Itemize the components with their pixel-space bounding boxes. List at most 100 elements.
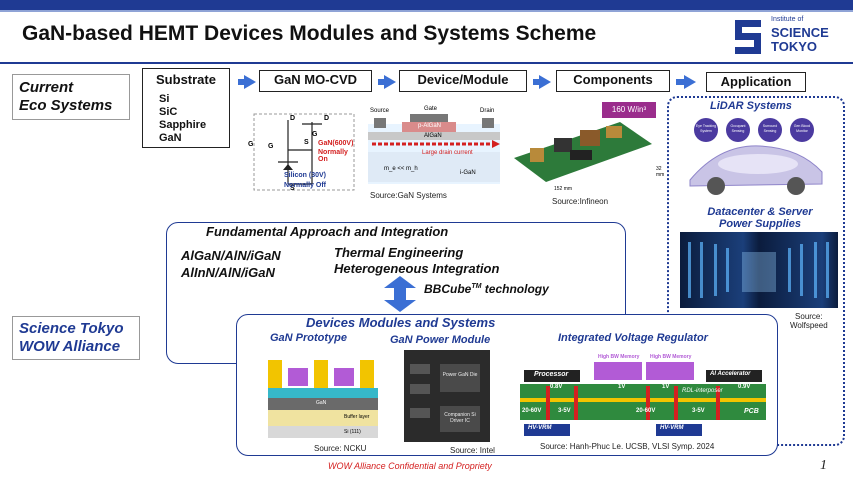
lidar-figure: Eye Tracking System Occupant Sensing Sur…	[680, 114, 830, 200]
ivr-rdl: RDL-interposer	[682, 388, 723, 394]
hemt-current-label: Large drain current	[422, 150, 473, 156]
page-number: 1	[820, 458, 827, 473]
logo-line1: Institute of	[771, 16, 804, 23]
ivr-v1b: 1V	[662, 384, 670, 390]
lidar-bubble: Occupant Sensing	[726, 118, 750, 142]
hemt-igan-label: i-GaN	[460, 170, 476, 176]
source-ivr: Source: Hanh-Phuc Le. UCSB, VLSI Symp. 2…	[540, 442, 715, 451]
eco-systems-box: Current Eco Systems	[12, 74, 130, 120]
footer-confidential: WOW Alliance Confidential and Propriety	[328, 461, 492, 471]
mocvd-box: GaN MO-CVD	[259, 70, 372, 92]
source-ncku: Source: NCKU	[314, 444, 367, 453]
source-infineon: Source:Infineon	[552, 197, 609, 206]
module-component	[410, 408, 430, 418]
hemt-pgan-label: p-AlGaN	[418, 123, 442, 129]
hemt-cross-section: Source Gate Drain p-AlGaN AlGaN Large dr…	[368, 106, 500, 186]
logo-line3: TOKYO	[771, 39, 817, 54]
ivr-v35b: 3-5V	[692, 408, 705, 414]
gan-power-module-title: GaN Power Module	[390, 334, 491, 346]
ivr-pcb: PCB	[744, 408, 759, 415]
datacenter-image	[680, 232, 838, 308]
top-bar	[0, 0, 853, 10]
hemt-drain-label: Drain	[480, 108, 495, 114]
ivr-processor: Processor	[534, 371, 569, 378]
components-box: Components	[556, 70, 670, 92]
lidar-bubble: Surround Sensing	[758, 118, 782, 142]
ivr-title: Integrated Voltage Regulator	[558, 332, 708, 344]
substrate-list: Si SiC Sapphire GaN	[159, 93, 206, 145]
dimension-height: 32 mm	[656, 166, 665, 178]
svg-text:G: G	[248, 141, 254, 148]
bbcube-technology: BBCubeTM technology	[424, 282, 549, 296]
ivr-hbm1: High BW Memory	[598, 354, 640, 360]
pcb-board-icon	[514, 122, 652, 182]
cascode-normally-on: Normally On	[318, 149, 348, 163]
datacenter-title: Datacenter & Server Power Supplies	[690, 206, 830, 230]
lidar-bubble: Eye Tracking System	[694, 118, 718, 142]
heterogeneous-integration: Heterogeneous Integration	[334, 261, 500, 276]
substrate-item: SiC	[159, 106, 178, 118]
eco-label-line1: Current	[19, 79, 74, 96]
proto-layer-buffer: Buffer layer	[344, 414, 370, 420]
top-line	[0, 10, 853, 12]
arrow-bar	[533, 79, 539, 85]
substrate-item: Si	[159, 93, 170, 105]
datacenter-title-line2: Power Supplies	[719, 218, 801, 230]
flow-arrow-icon	[539, 75, 551, 89]
cascode-normally-off: Normally Off	[284, 182, 327, 189]
device-module-box: Device/Module	[399, 70, 527, 92]
cascode-gan-label: GaN(600V)	[318, 140, 354, 147]
ivr-accelerator: AI Accelerator	[710, 371, 751, 377]
cascode-schematic-icon: G G D D S S G	[248, 113, 355, 192]
ivr-v2060a: 20-60V	[522, 408, 542, 414]
ivr-v08: 0.8V	[550, 384, 563, 390]
server-racks-icon	[688, 242, 829, 298]
svg-text:G: G	[268, 143, 274, 150]
ivr-stack-icon	[520, 362, 766, 436]
logo-line2: SCIENCE	[771, 25, 829, 40]
svg-text:D: D	[324, 115, 329, 122]
hemt-source-label: Source	[370, 108, 390, 114]
lidar-title: LiDAR Systems	[710, 100, 792, 112]
dimension-width: 152 mm	[554, 186, 573, 192]
ivr-figure: High BW Memory High BW Memory Processor …	[516, 350, 770, 438]
substrate-item: GaN	[159, 132, 182, 144]
substrate-label: Substrate	[156, 72, 216, 87]
power-gan-die: Power GaN Die	[440, 364, 480, 392]
slide-title: GaN-based HEMT Devices Modules and Syste…	[22, 22, 597, 45]
prototype-stack-icon	[268, 360, 378, 438]
flow-arrow-icon	[244, 75, 256, 89]
arrow-bar	[238, 79, 244, 85]
source-wolfspeed-line2: Wolfspeed	[790, 321, 828, 330]
flow-arrow-icon	[684, 75, 696, 89]
module-component	[410, 384, 430, 394]
car-icon	[689, 145, 823, 195]
hemt-gate-label: Gate	[424, 106, 438, 112]
source-gan-systems: Source:GaN Systems	[370, 191, 447, 200]
hemt-mass-label: m_e << m_h	[384, 166, 418, 172]
bbcube-tm: TM	[471, 283, 482, 290]
logo-mark-icon	[735, 20, 761, 54]
arrow-bar	[676, 79, 684, 85]
hemt-algan-label: AlGaN	[424, 133, 442, 139]
substrate-box: Substrate Si SiC Sapphire GaN	[142, 68, 230, 148]
svg-text:S: S	[304, 139, 309, 146]
infineon-module-figure: 160 W/in³ 152 mm 32 mm	[510, 100, 670, 200]
proto-layer-si: Si (111)	[344, 429, 361, 435]
alliance-box: Science Tokyo WOW Alliance	[12, 316, 140, 360]
ivr-v2060b: 20-60V	[636, 408, 656, 414]
cascode-figure: G G D D S S G GaN(600V) Normally On Sili…	[238, 110, 358, 194]
gan-prototype-title: GaN Prototype	[270, 332, 348, 344]
arrow-bar	[378, 79, 384, 85]
application-box: Application	[706, 72, 806, 92]
ivr-hvvrm2: HV-VRM	[660, 425, 684, 431]
alliance-line2: WOW Alliance	[19, 338, 121, 355]
power-density-badge: 160 W/in³	[602, 102, 656, 118]
ivr-v35a: 3-5V	[558, 408, 571, 414]
alliance-line1: Science Tokyo	[19, 320, 124, 337]
bbcube-label: BBCube	[424, 282, 472, 296]
hemt-diagram-icon	[368, 114, 500, 184]
ivr-v1a: 1V	[618, 384, 626, 390]
lidar-bubble: Gen Blood Monitor	[790, 118, 814, 142]
svg-text:D: D	[290, 115, 295, 122]
